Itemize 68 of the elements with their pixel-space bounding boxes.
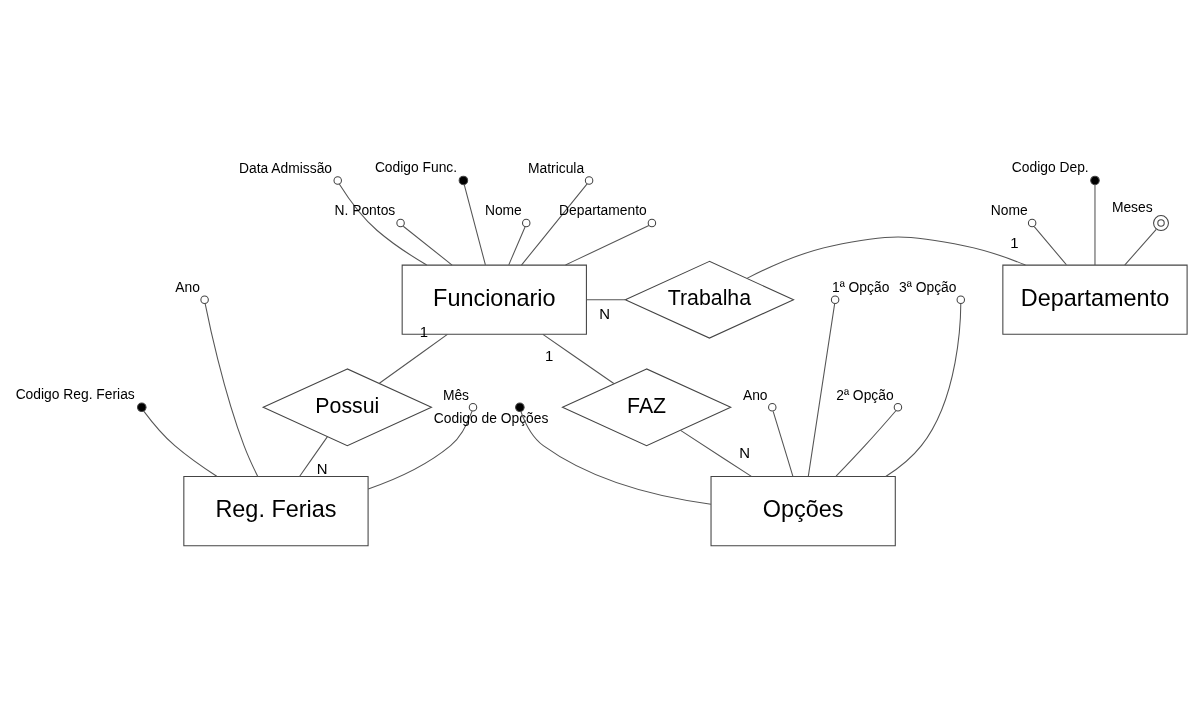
node-label: Ano — [175, 278, 200, 295]
connector — [367, 410, 473, 489]
connector — [520, 410, 712, 505]
node-dot — [1090, 175, 1100, 185]
connector — [520, 182, 588, 266]
node-box: Departamento — [1002, 264, 1188, 335]
node-diamond: FAZ — [561, 367, 732, 446]
node-dot — [515, 402, 525, 412]
node-label: Mês — [442, 386, 470, 403]
connector — [772, 410, 794, 477]
connector — [542, 333, 615, 384]
node-diamond: Trabalha — [624, 260, 795, 339]
connector — [463, 183, 486, 265]
node-dot — [458, 175, 469, 185]
node-label: Codigo Dep. — [1011, 158, 1089, 175]
edge-label: N — [739, 444, 750, 461]
node-circle — [584, 175, 594, 185]
node-label: 3ª Opção — [899, 278, 957, 295]
node-circle — [200, 294, 209, 304]
node-circle — [468, 402, 478, 412]
connector — [835, 409, 897, 477]
node-circle — [768, 402, 777, 412]
connector — [143, 410, 218, 477]
connector — [1033, 225, 1067, 265]
node-label: Ano — [742, 386, 768, 403]
connector — [338, 182, 428, 265]
node-box: Opções — [710, 475, 896, 546]
node-label: 1ª Opção — [831, 278, 890, 295]
node-doublecircle — [1153, 214, 1169, 231]
connector — [1094, 183, 1096, 265]
node-circle — [956, 294, 966, 304]
connector — [565, 224, 650, 265]
node-circle — [1027, 218, 1037, 227]
edge-label: N — [316, 460, 328, 477]
node-label: Codigo Reg. Ferias — [15, 385, 135, 402]
connector — [204, 302, 259, 477]
connector — [508, 225, 526, 265]
node-label: Data Admissão — [239, 159, 333, 176]
connector — [746, 236, 1026, 279]
edge-label: 1 — [1010, 234, 1019, 251]
connector — [378, 333, 448, 384]
node-label: Nome — [990, 201, 1028, 218]
node-diamond: Possui — [261, 367, 433, 446]
edge-label: N — [599, 305, 611, 322]
node-circle — [333, 175, 342, 185]
edge-label: 1 — [544, 347, 554, 364]
connector — [586, 298, 626, 300]
node-circle — [893, 402, 903, 412]
node-label: N. Pontos — [334, 201, 396, 218]
node-label: Departamento — [559, 201, 647, 218]
connector — [299, 435, 328, 477]
connector — [402, 225, 453, 266]
node-dot — [136, 402, 147, 412]
connector — [1124, 228, 1157, 266]
node-circle — [647, 218, 657, 227]
connector — [885, 302, 962, 477]
node-circle — [522, 218, 531, 227]
connector — [680, 429, 752, 477]
node-label: Nome — [484, 201, 522, 218]
node-label: 2ª Opção — [836, 386, 894, 403]
node-circle — [830, 294, 840, 304]
node-label: Codigo Func. — [374, 158, 458, 175]
connector — [807, 302, 836, 477]
node-label: Matricula — [528, 159, 585, 176]
node-box: Reg. Ferias — [183, 475, 369, 546]
node-circle — [396, 218, 405, 227]
node-label: Codigo de Opções — [433, 409, 549, 426]
node-label: Meses — [1111, 198, 1153, 215]
